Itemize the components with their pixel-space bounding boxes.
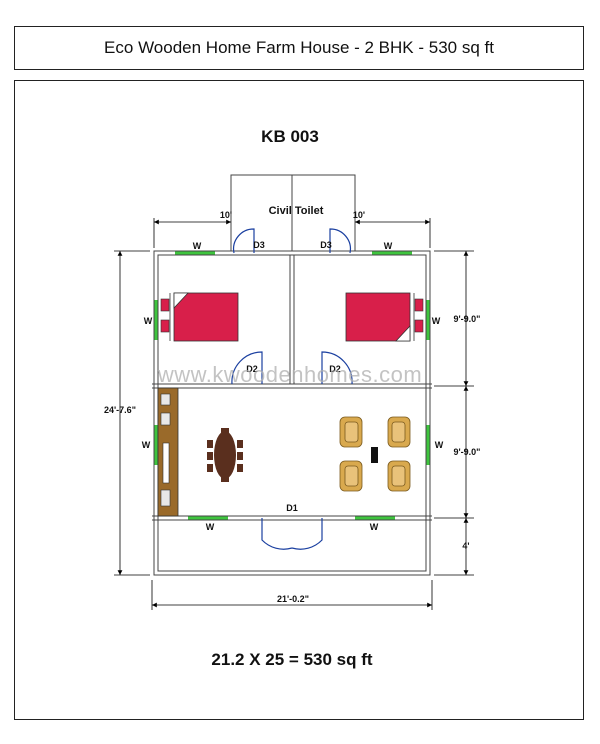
dimension-lines — [114, 218, 474, 610]
door-d2-left — [231, 351, 263, 385]
door-d1-left — [261, 518, 293, 550]
door-label-d1: D1 — [286, 503, 298, 513]
door-d2-right — [321, 351, 353, 385]
coffee-table — [371, 447, 378, 463]
dining-table — [207, 428, 243, 482]
kitchen-counter — [157, 387, 179, 517]
window-label-left-bedroom: W — [144, 316, 153, 326]
door-label-d2-right: D2 — [329, 364, 341, 374]
window-label-right-living: W — [435, 440, 444, 450]
window-label-top-left: W — [193, 241, 202, 251]
outer-walls — [152, 250, 432, 576]
door-d3-left — [233, 228, 255, 254]
plan-frame — [14, 80, 584, 720]
plan-code: KB 003 — [261, 127, 319, 146]
sofa-set — [339, 416, 411, 492]
door-label-d3-left: D3 — [253, 240, 265, 250]
window-label-top-right: W — [384, 241, 393, 251]
door-label-d3-right: D3 — [320, 240, 332, 250]
dim-veranda-height: 4' — [462, 541, 469, 551]
dim-bedroom-height: 9'-9.0" — [454, 314, 481, 324]
window-label-bottom-right: W — [370, 522, 379, 532]
window-label-right-bedroom: W — [432, 316, 441, 326]
door-label-d2-left: D2 — [246, 364, 258, 374]
watermark: www.kwoodenhomes.com — [157, 362, 422, 387]
dim-living-height: 9'-9.0" — [454, 447, 481, 457]
door-d1-right — [291, 518, 323, 550]
area-formula: 21.2 X 25 = 530 sq ft — [211, 650, 372, 669]
dim-overall-width: 21'-0.2" — [277, 594, 309, 604]
page-title: Eco Wooden Home Farm House - 2 BHK - 530… — [104, 38, 494, 57]
bed-right — [345, 292, 424, 342]
door-d3-right — [329, 228, 351, 254]
dim-toilet-right: 10' — [353, 210, 365, 220]
windows — [154, 251, 430, 520]
bed-left — [160, 292, 239, 342]
window-label-left-kitchen: W — [142, 440, 151, 450]
window-label-bottom-left: W — [206, 522, 215, 532]
dim-overall-height: 24'-7.6" — [104, 405, 136, 415]
dim-toilet-left: 10' — [220, 210, 232, 220]
doors — [231, 228, 353, 550]
page-header: Eco Wooden Home Farm House - 2 BHK - 530… — [14, 26, 584, 70]
civil-toilet-label: Civil Toilet — [269, 205, 324, 217]
